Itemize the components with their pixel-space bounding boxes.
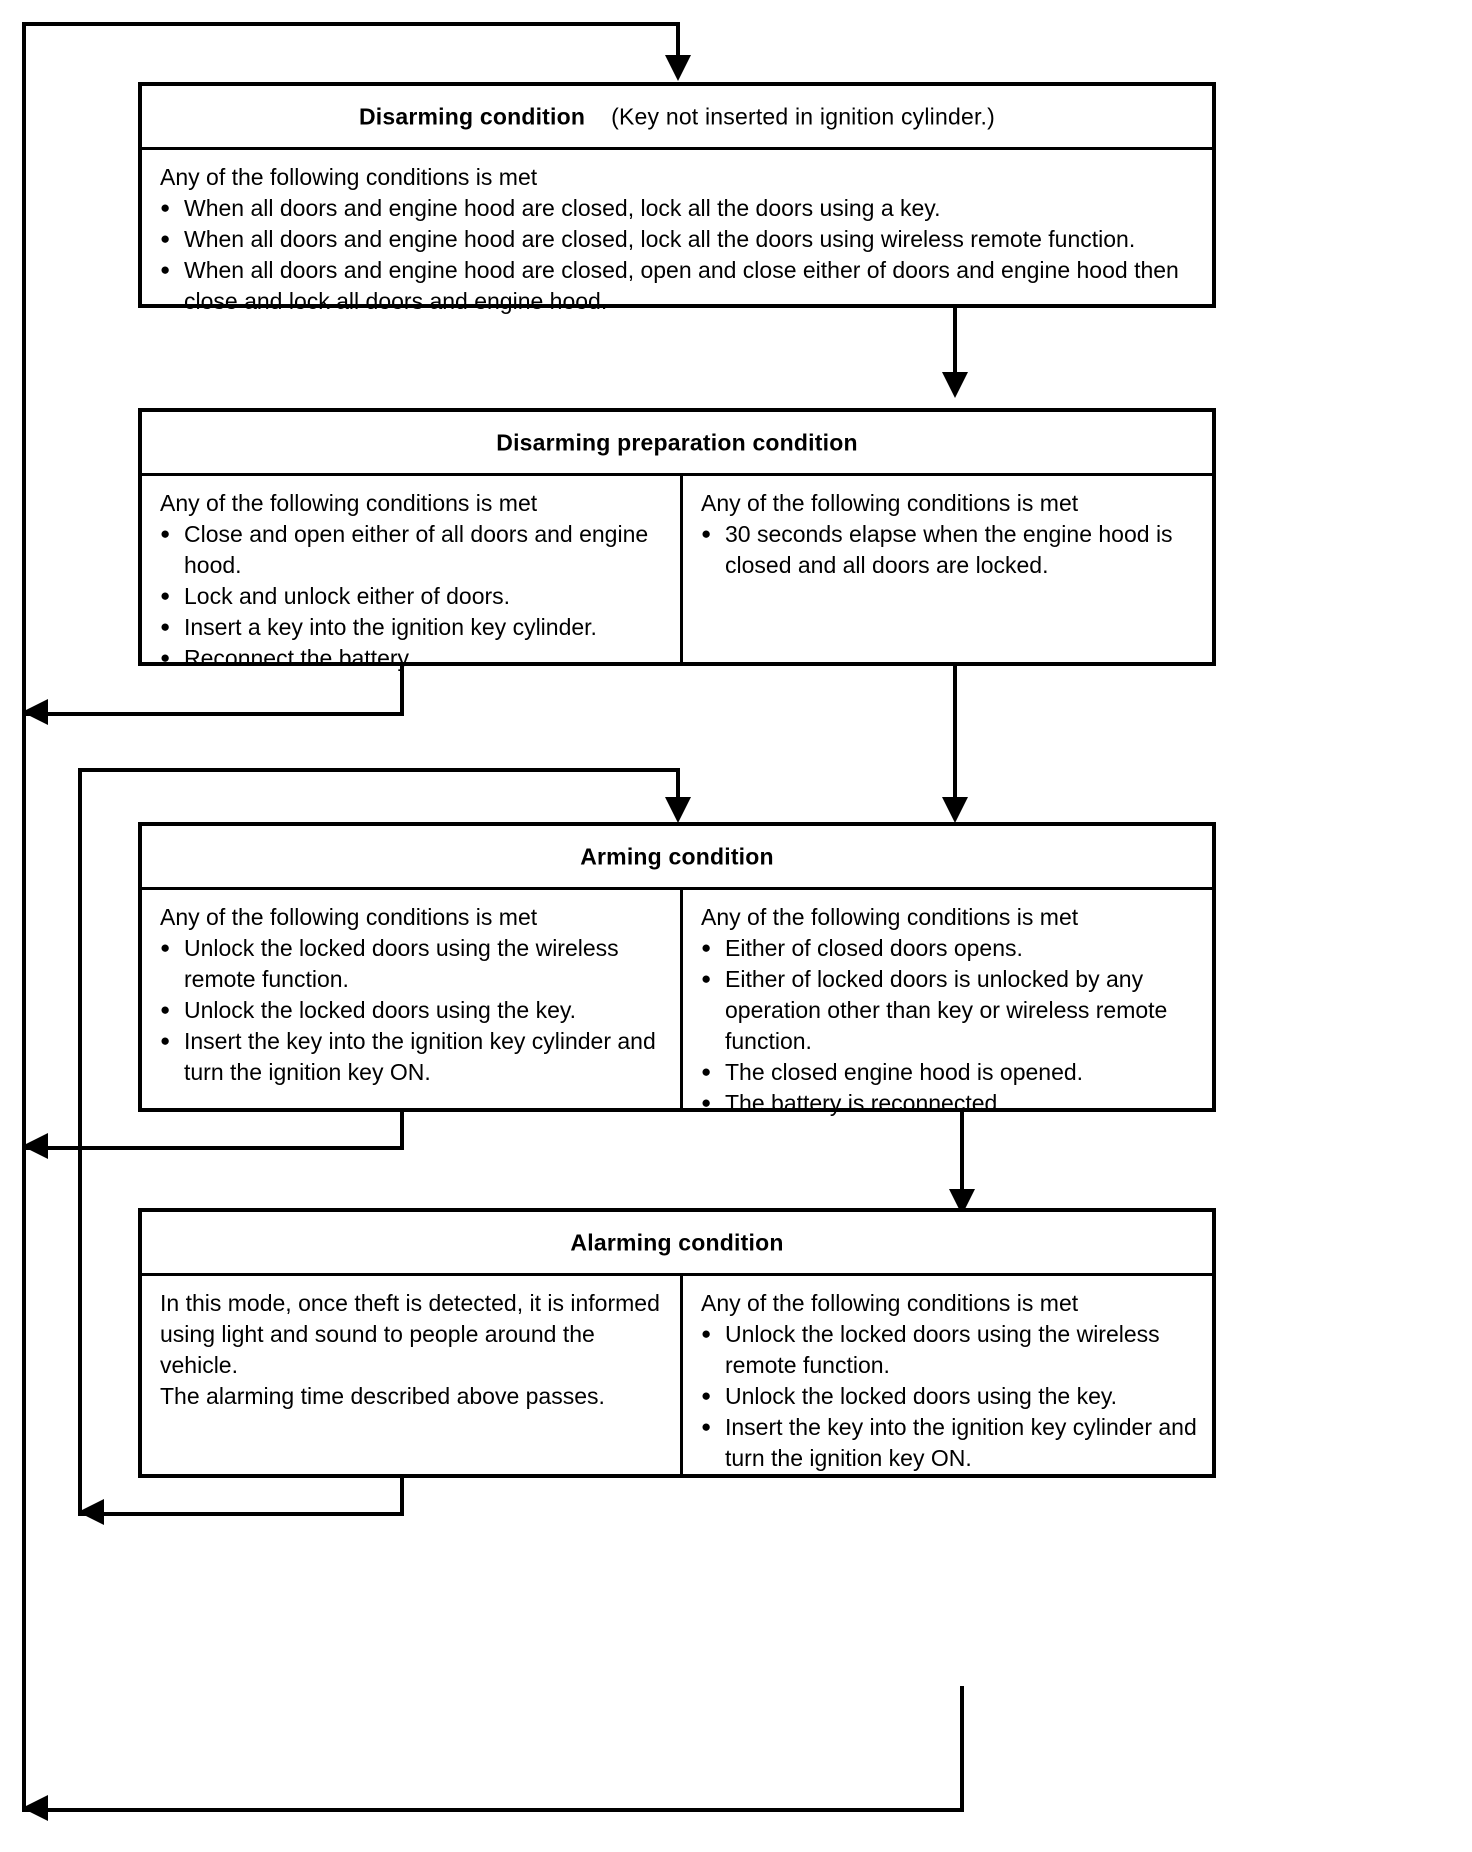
bullet-list: When all doors and engine hood are close… <box>160 192 1198 317</box>
paragraph-text: In this mode, once theft is detected, it… <box>160 1290 660 1409</box>
box-disarming-condition-body: Any of the following conditions is met W… <box>142 150 1212 314</box>
list-item: The battery is reconnected. <box>701 1087 1198 1119</box>
box-disarming-preparation-body: Any of the following conditions is met C… <box>142 476 1212 673</box>
list-item: When all doors and engine hood are close… <box>160 192 1198 224</box>
connector-second-top-horizontal <box>78 768 680 772</box>
box-arming-condition-title: Arming condition <box>580 843 774 869</box>
box-disarming-condition-col-1: Any of the following conditions is met W… <box>142 150 1212 314</box>
box-alarming-condition: Alarming condition In this mode, once th… <box>138 1208 1216 1478</box>
box-arming-condition-header: Arming condition <box>142 826 1212 890</box>
box-alarming-condition-col-2: Any of the following conditions is met U… <box>680 1276 1212 1478</box>
connector-outer-bottom-horizontal <box>22 1808 964 1812</box>
arrow-arming-return-left <box>22 1133 48 1159</box>
lead-text: Any of the following conditions is met <box>160 490 538 516</box>
connector-prep-to-arming <box>953 664 957 806</box>
list-item: Either of locked doors is unlocked by an… <box>701 963 1198 1057</box>
connector-outer-down-to-disarming <box>676 22 680 64</box>
box-alarming-condition-col-1: In this mode, once theft is detected, it… <box>142 1276 680 1478</box>
connector-alarming-return-horizontal <box>78 1512 404 1516</box>
box-alarming-condition-body: In this mode, once theft is detected, it… <box>142 1276 1212 1478</box>
lead-text: Any of the following conditions is met <box>160 904 538 930</box>
bullet-list: Unlock the locked doors using the wirele… <box>701 1318 1198 1474</box>
box-alarming-condition-title: Alarming condition <box>570 1229 784 1255</box>
connector-arming-return-horizontal <box>22 1146 404 1150</box>
connector-second-down-to-arming <box>676 768 680 806</box>
connector-alarming-to-outer-loop <box>960 1686 964 1812</box>
box-disarming-condition-title: Disarming condition <box>358 103 586 129</box>
arrow-into-arming-condition-right <box>942 797 968 823</box>
connector-arming-return-vertical <box>400 1110 404 1150</box>
connector-prep-return-horizontal <box>22 712 404 716</box>
arrow-into-disarming-condition <box>665 55 691 81</box>
bullet-list: Close and open either of all doors and e… <box>160 518 666 674</box>
connector-outer-left-vertical <box>22 22 26 1812</box>
list-item: 30 seconds elapse when the engine hood i… <box>701 518 1198 581</box>
list-item: Lock and unlock either of doors. <box>160 580 666 612</box>
box-arming-condition-col-2: Any of the following conditions is met E… <box>680 890 1212 1118</box>
arrow-into-disarming-preparation <box>942 372 968 398</box>
list-item: Insert the key into the ignition key cyl… <box>160 1025 666 1088</box>
connector-alarming-return-vertical <box>400 1474 404 1516</box>
box-arming-condition-body: Any of the following conditions is met U… <box>142 890 1212 1118</box>
box-disarming-condition: Disarming condition (Key not inserted in … <box>138 82 1216 314</box>
list-item: Reconnect the battery. <box>160 642 666 674</box>
box-disarming-preparation-condition: Disarming preparation condition Any of t… <box>138 408 1216 673</box>
lead-text: Any of the following conditions is met <box>701 904 1079 930</box>
list-item: Unlock the locked doors using the key. <box>160 994 666 1026</box>
box-arming-condition: Arming condition Any of the following co… <box>138 822 1216 1118</box>
lead-text: Any of the following conditions is met <box>701 490 1079 516</box>
connector-prep-return-vertical <box>400 664 404 716</box>
list-item: When all doors and engine hood are close… <box>160 254 1198 317</box>
connector-outer-top-horizontal <box>22 22 680 26</box>
lead-text: Any of the following conditions is met <box>160 164 538 190</box>
box-disarming-condition-header: Disarming condition (Key not inserted in … <box>142 86 1212 150</box>
connector-second-left-vertical <box>78 768 82 1516</box>
box-disarming-preparation-title: Disarming preparation condition <box>496 429 858 455</box>
box-disarming-preparation-header: Disarming preparation condition <box>142 412 1212 476</box>
list-item: Unlock the locked doors using the key. <box>701 1380 1198 1412</box>
list-item: The closed engine hood is opened. <box>701 1056 1198 1088</box>
box-disarming-condition-title-row: Disarming condition (Key not inserted in … <box>142 103 1212 130</box>
connector-arming-to-alarming <box>960 1110 964 1198</box>
list-item: Close and open either of all doors and e… <box>160 518 666 581</box>
bullet-list: Unlock the locked doors using the wirele… <box>160 932 666 1088</box>
arrow-alarming-return-left <box>78 1499 104 1525</box>
arrow-outer-loop-left <box>22 1795 48 1821</box>
arrow-prep-return-left <box>22 699 48 725</box>
box-disarming-preparation-col-2: Any of the following conditions is met 3… <box>680 476 1212 666</box>
list-item: Insert the key into the ignition key cyl… <box>701 1411 1198 1474</box>
lead-text: Any of the following conditions is met <box>701 1290 1079 1316</box>
bullet-list: 30 seconds elapse when the engine hood i… <box>701 518 1198 581</box>
list-item: Unlock the locked doors using the wirele… <box>160 932 666 995</box>
list-item: Insert a key into the ignition key cylin… <box>160 611 666 643</box>
box-disarming-condition-note: (Key not inserted in ignition cylinder.) <box>611 103 996 129</box>
arrow-into-arming-condition-left <box>665 797 691 823</box>
box-disarming-preparation-col-1: Any of the following conditions is met C… <box>142 476 680 673</box>
list-item: When all doors and engine hood are close… <box>160 223 1198 255</box>
list-item: Either of closed doors opens. <box>701 932 1198 964</box>
box-arming-condition-col-1: Any of the following conditions is met U… <box>142 890 680 1112</box>
list-item: Unlock the locked doors using the wirele… <box>701 1318 1198 1381</box>
bullet-list: Either of closed doors opens. Either of … <box>701 932 1198 1119</box>
connector-disarming-to-prep <box>953 306 957 378</box>
box-alarming-condition-header: Alarming condition <box>142 1212 1212 1276</box>
